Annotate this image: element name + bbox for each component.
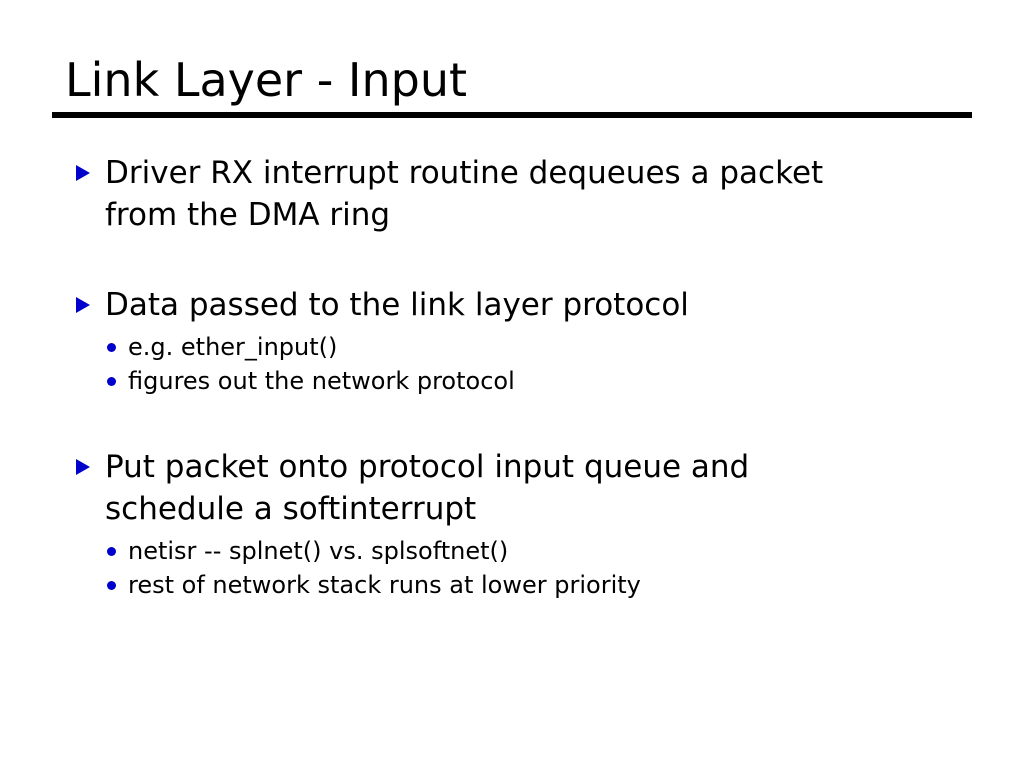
bullet-level2: figures out the network protocol bbox=[64, 364, 964, 398]
bullet-level1: Driver RX interrupt routine dequeues a p… bbox=[64, 152, 964, 236]
bullet-group: Data passed to the link layer protocol e… bbox=[64, 284, 964, 398]
dot-bullet-icon bbox=[107, 377, 116, 386]
bullet-level2: rest of network stack runs at lower prio… bbox=[64, 568, 964, 602]
title-divider bbox=[52, 112, 972, 118]
dot-bullet-icon bbox=[107, 581, 116, 590]
slide-body: Driver RX interrupt routine dequeues a p… bbox=[64, 152, 964, 602]
title-block: Link Layer - Input bbox=[52, 52, 972, 118]
page-title: Link Layer - Input bbox=[65, 53, 468, 107]
bullet-level2-label: netisr -- splnet() vs. splsoftnet() bbox=[128, 537, 509, 565]
bullet-level2-label: e.g. ether_input() bbox=[128, 333, 338, 361]
bullet-level1-label: Put packet onto protocol input queue and… bbox=[105, 449, 750, 527]
triangle-right-bullet-icon bbox=[76, 297, 90, 313]
dot-bullet-icon bbox=[107, 343, 116, 352]
bullet-level2-label: rest of network stack runs at lower prio… bbox=[128, 571, 641, 599]
spacer bbox=[64, 254, 964, 284]
dot-bullet-icon bbox=[107, 547, 116, 556]
bullet-level1-label: Data passed to the link layer protocol bbox=[105, 287, 689, 323]
bullet-level1-label: Driver RX interrupt routine dequeues a p… bbox=[105, 155, 824, 233]
bullet-level2-list: netisr -- splnet() vs. splsoftnet() rest… bbox=[64, 534, 964, 602]
bullet-level2: e.g. ether_input() bbox=[64, 330, 964, 364]
bullet-level2: netisr -- splnet() vs. splsoftnet() bbox=[64, 534, 964, 568]
spacer bbox=[64, 416, 964, 446]
triangle-right-bullet-icon bbox=[76, 459, 90, 475]
bullet-group: Driver RX interrupt routine dequeues a p… bbox=[64, 152, 964, 236]
bullet-group: Put packet onto protocol input queue and… bbox=[64, 446, 964, 602]
triangle-right-bullet-icon bbox=[76, 165, 90, 181]
bullet-level1: Data passed to the link layer protocol bbox=[64, 284, 964, 326]
bullet-level2-label: figures out the network protocol bbox=[128, 367, 515, 395]
bullet-level2-list: e.g. ether_input() figures out the netwo… bbox=[64, 330, 964, 398]
bullet-level1: Put packet onto protocol input queue and… bbox=[64, 446, 964, 530]
